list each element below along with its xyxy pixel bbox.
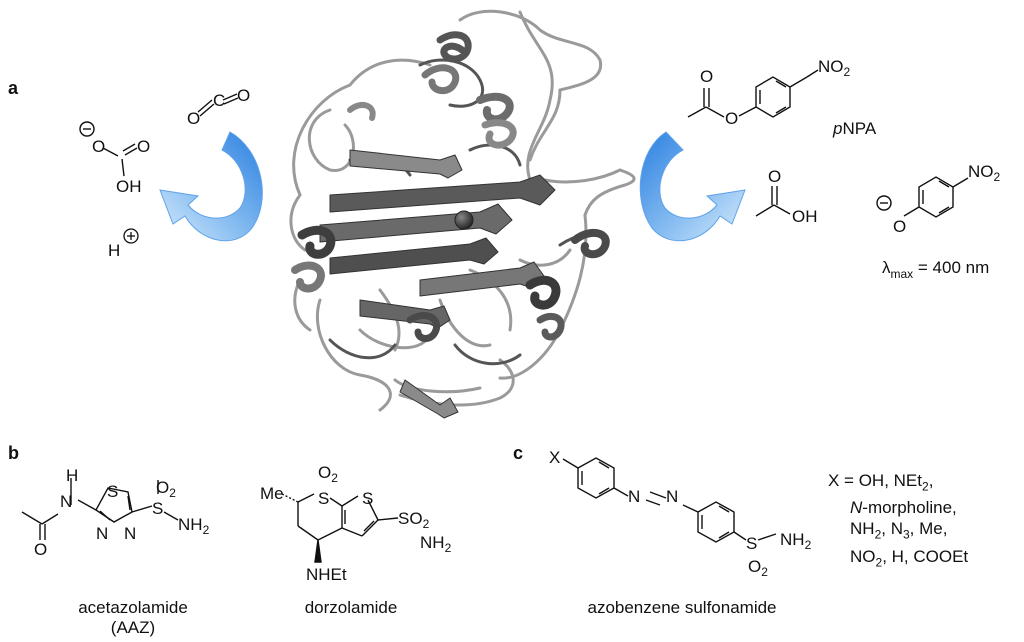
acetazolamide-structure [21,478,179,540]
bicarb-oh: OH [116,177,142,196]
azo-o2: O2 [748,557,768,579]
dorz-nhet: NHEt [306,565,347,584]
panel-label-a: a [8,78,19,98]
acetic-acid-molecule [755,186,791,217]
dorz-s1: S [318,489,329,508]
panel-label-b: b [8,443,19,463]
pnpa-o-carbonyl: O [700,67,713,86]
plus-charge-icon [123,228,139,244]
acetic-o: O [768,167,781,186]
pnpa-label: pNPA [832,119,877,138]
dorzolamide-caption: dorzolamide [304,598,398,617]
azobenzene-structure [562,457,777,543]
bicarb-o-minus: O [92,137,105,156]
panel-label-c: c [513,443,524,463]
pnpa-o-ester: O [725,109,738,128]
phenolate-o: O [893,217,906,236]
azobenzene-caption: azobenzene sulfonamide [587,598,777,617]
aaz-n: N [60,492,72,511]
left-curved-arrow [159,131,263,242]
x-substituent-list: X = OH, NEt2, N-morpholine, NH2, N3, Me,… [828,471,969,570]
dorz-me: Me [260,484,284,503]
dorz-so2: SO2 [398,509,430,531]
aaz-o: O [34,540,47,559]
zinc-ion [454,210,474,230]
acetic-oh: OH [792,207,818,226]
pnpa-no2: NO2 [818,57,851,79]
azo-s: S [746,534,757,553]
x-substituent: X [549,448,560,467]
aaz-s-ring: S [107,482,118,501]
bicarbonate-molecule [79,121,138,177]
protein-structure [289,9,636,419]
proton: H [108,241,120,260]
aaz-n1: N [96,524,108,543]
nitrophenolate-molecule [876,176,969,218]
aaz-h: H [66,466,78,485]
right-curved-arrow [639,131,746,242]
azo-nh2: NH2 [780,530,812,552]
co2-o1: O [187,109,200,128]
dorz-nh2: NH2 [420,533,452,555]
aaz-caption: acetazolamide (AAZ) [78,598,188,637]
dorz-o2: O2 [318,463,338,485]
lambda-max-label: λmax = 400 nm [882,258,989,281]
co2-molecule [197,93,239,117]
co2-o2: O [237,86,250,105]
phenolate-no2: NO2 [968,162,1001,184]
aaz-nh2: NH2 [178,515,210,537]
pnpa-molecule [687,69,819,118]
aaz-o2: O2 [156,478,176,500]
azo-n2: N [666,487,678,506]
co2-c: C [213,91,225,110]
aaz-s: S [152,499,163,518]
dorzolamide-structure [281,493,399,563]
aaz-n2: N [124,524,136,543]
bicarb-o: O [137,137,150,156]
dorz-s2: S [362,489,373,508]
azo-n1: N [628,487,640,506]
